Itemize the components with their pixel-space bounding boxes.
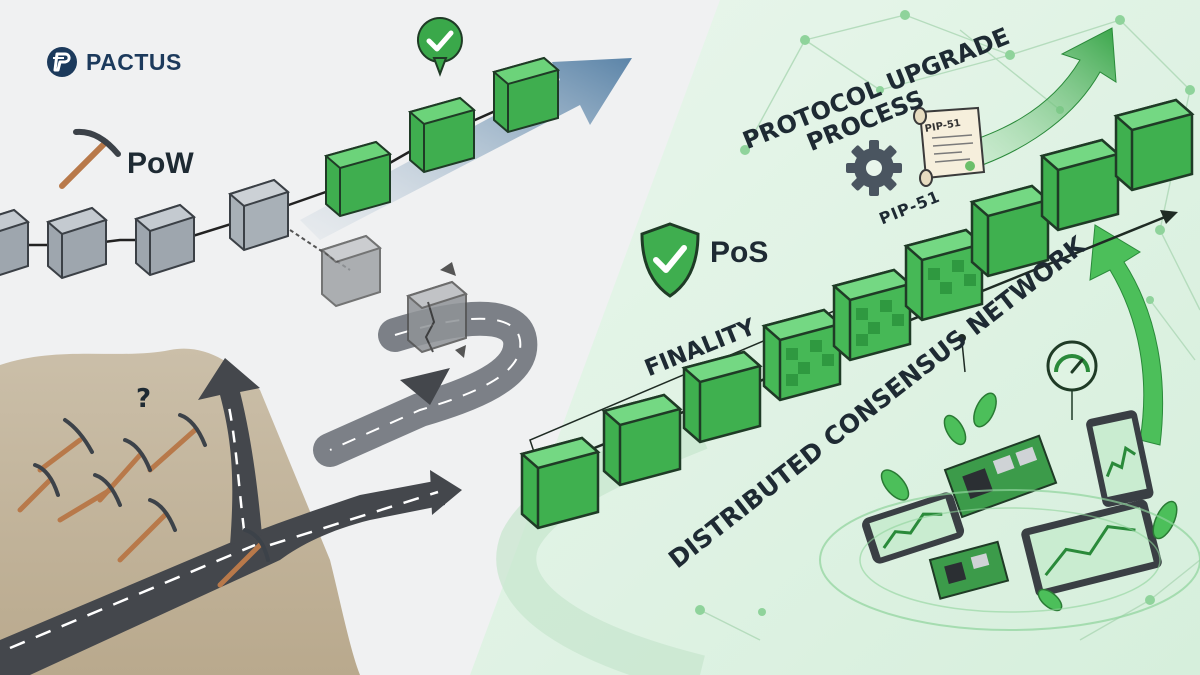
- pow-label: PoW: [127, 147, 194, 180]
- pactus-logo-icon: [47, 47, 77, 77]
- checkmark-shield-icon: [640, 222, 700, 298]
- pos-block: [1039, 138, 1121, 232]
- brand-name: PACTUS: [86, 48, 182, 75]
- laptop-icon: [1021, 499, 1162, 597]
- pow-block: [45, 206, 109, 280]
- tablet-icon: [1086, 410, 1154, 507]
- pos-network-arrow: [1089, 224, 1164, 446]
- pos-blocks: [519, 98, 1195, 530]
- speedometer-icon: [1046, 340, 1098, 420]
- brand: PACTUS: [46, 45, 182, 79]
- circuit-board-icon: [928, 540, 1010, 600]
- green-block: [407, 96, 477, 174]
- road-main-arrow: [400, 368, 450, 405]
- network-mesh: [699, 14, 1200, 641]
- pow-block: [227, 178, 291, 252]
- pos-block-checkered: [831, 268, 913, 362]
- network-base-ring: [819, 489, 1200, 631]
- pos-block-checkered: [903, 228, 985, 322]
- pos-block-checkered: [761, 308, 843, 402]
- pickaxe-pile: [17, 427, 263, 588]
- pos-block: [681, 350, 763, 444]
- pos-label: PoS: [710, 236, 769, 269]
- pickaxe-icon: [59, 128, 121, 189]
- gear-icon: [846, 140, 902, 196]
- pos-block: [601, 393, 683, 487]
- broken-block: [405, 280, 469, 354]
- forked-road: [0, 480, 445, 675]
- pos-block: [969, 184, 1051, 278]
- chat-bubble-check-icon: [416, 17, 463, 77]
- pow-block: [133, 203, 197, 277]
- pos-block: [519, 436, 601, 530]
- phone-icon: [862, 492, 965, 564]
- road-fork-arrow-right: [430, 470, 462, 515]
- pos-block: [1113, 98, 1195, 192]
- pow-block: [0, 208, 31, 276]
- pos-trend-arrow: [939, 27, 1117, 176]
- pow-blocks: [0, 178, 469, 358]
- question-mark: ?: [136, 384, 152, 414]
- green-block: [491, 56, 561, 134]
- orphan-block: [319, 234, 383, 308]
- road-fork-up: [198, 358, 262, 545]
- pow-green-blocks: [323, 56, 561, 218]
- scroll-document-icon: [913, 106, 986, 187]
- green-block: [323, 140, 393, 218]
- dirt-terrain: [0, 348, 360, 675]
